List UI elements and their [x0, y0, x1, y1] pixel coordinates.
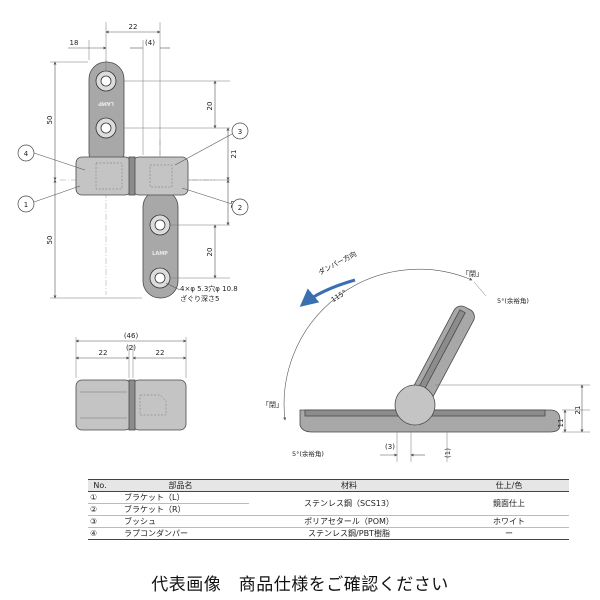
front-view: LAMP LAMP 22 18 (4) 50 50 20 21 [17, 22, 249, 303]
parts-table: No. 部品名 材料 仕上/色 ① ブラケット（L） ステンレス鋼（SCS13）… [88, 479, 569, 540]
engraving-top: LAMP [98, 100, 114, 106]
svg-text:4: 4 [24, 150, 29, 158]
cell-finish: ー [449, 527, 569, 540]
dim-50-top: 50 [46, 116, 54, 125]
header-finish: 仕上/色 [449, 479, 569, 492]
dim-4: (4) [145, 39, 155, 47]
svg-text:3: 3 [238, 128, 242, 136]
table-row: ① ブラケット（L） ステンレス鋼（SCS13） 鏡面仕上 [88, 491, 569, 516]
closed-label-top: 「閉」 [462, 270, 483, 278]
dim-18: 18 [70, 39, 79, 47]
cell-material: ステンレス鋼/PBT樹脂 [249, 527, 449, 540]
dim-22-left: 22 [99, 349, 108, 357]
dim-3: (3) [385, 443, 395, 451]
side-bushing [132, 379, 187, 431]
hole-note-line1: 4×φ 5.3穴φ 10.8 [180, 284, 238, 293]
cell-name: ブラケット（L） [112, 491, 249, 504]
header-part-name: 部品名 [112, 479, 249, 492]
svg-text:1: 1 [24, 201, 28, 209]
margin-angle-top: 5°(余裕角) [497, 296, 529, 305]
dim-1: (1) [444, 448, 452, 458]
side-view: (46) (2) 22 22 [75, 332, 187, 431]
side-damper [75, 379, 132, 431]
closed-label-left: 「閉」 [262, 401, 283, 409]
cell-material: ステンレス鋼（SCS13） [249, 491, 449, 516]
cell-no: ③ [88, 515, 112, 528]
header-no: No. [88, 479, 112, 492]
angle-view: 115° ダンパー方向 「閉」 5°(余裕角) 「閉」 5°(余裕角) 21 1… [262, 249, 590, 462]
dim-11: 11 [557, 419, 565, 428]
damper-barrel [75, 156, 132, 196]
dim-20-top: 20 [206, 102, 214, 111]
cell-name: ブラケット（R） [112, 503, 249, 516]
dim-21-top: 21 [230, 150, 238, 159]
balloon-3: 3 [174, 122, 249, 166]
balloon-4: 4 [17, 144, 86, 171]
table-header-row: No. 部品名 材料 仕上/色 [88, 479, 569, 492]
cell-no: ① [88, 491, 112, 504]
balloon-2: 2 [181, 187, 249, 216]
table-row: ④ ラプコンダンパー ステンレス鋼/PBT樹脂 ー [88, 527, 569, 540]
cell-no: ④ [88, 527, 112, 540]
cell-name: ラプコンダンパー [112, 527, 249, 540]
table-row: ② ブラケット（R） [88, 503, 569, 516]
header-material: 材料 [249, 479, 449, 492]
caption: 代表画像 商品仕様をご確認ください [151, 575, 449, 595]
table-row: ③ ブッシュ ポリアセタール（POM） ホワイト [88, 515, 569, 528]
cell-material: ポリアセタール（POM） [249, 515, 449, 528]
dim-22-right: 22 [156, 349, 165, 357]
dim-20-bottom: 20 [206, 248, 214, 257]
dim-46: (46) [124, 332, 139, 340]
angle-115: 115° [330, 288, 349, 304]
cell-no: ② [88, 503, 112, 516]
hole-note-line2: ざぐり深さ5 [180, 294, 219, 303]
damper-direction: ダンパー方向 [317, 249, 358, 277]
svg-text:2: 2 [238, 204, 242, 212]
cell-finish: ホワイト [449, 515, 569, 528]
dim-2: (2) [126, 344, 136, 352]
engraving-bottom: LAMP [152, 251, 168, 257]
dim-50-bottom: 50 [46, 236, 54, 245]
balloon-1: 1 [17, 185, 81, 213]
dim-21-angle: 21 [574, 406, 582, 415]
dim-22-top: 22 [129, 23, 138, 31]
margin-angle-bottom: 5°(余裕角) [292, 449, 324, 458]
cell-finish: 鏡面仕上 [449, 491, 569, 516]
cell-name: ブッシュ [112, 515, 249, 528]
